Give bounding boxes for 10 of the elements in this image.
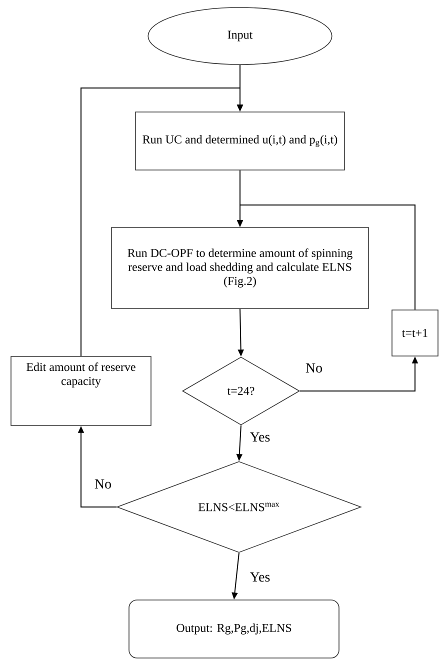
- edge-label: No: [304, 362, 324, 374]
- end-box: Output: Rg,Pg,dj,ELNS: [128, 600, 340, 658]
- edge-label: Yes: [248, 571, 272, 583]
- process-box: Edit amount of reserve capacity: [10, 356, 152, 426]
- edge-label: Yes: [248, 431, 272, 443]
- edge-label: No: [93, 478, 113, 490]
- process-box: t=t+1: [392, 310, 438, 356]
- process-box: Run UC and determined u(i,t) and p$_{g}$(i,t): [135, 112, 345, 170]
- process-box: Run DC-OPF to determine amount of spinning reserve and load shedding and calculate ELNS (Fig.2): [111, 227, 369, 309]
- arrow: [80, 88, 244, 357]
